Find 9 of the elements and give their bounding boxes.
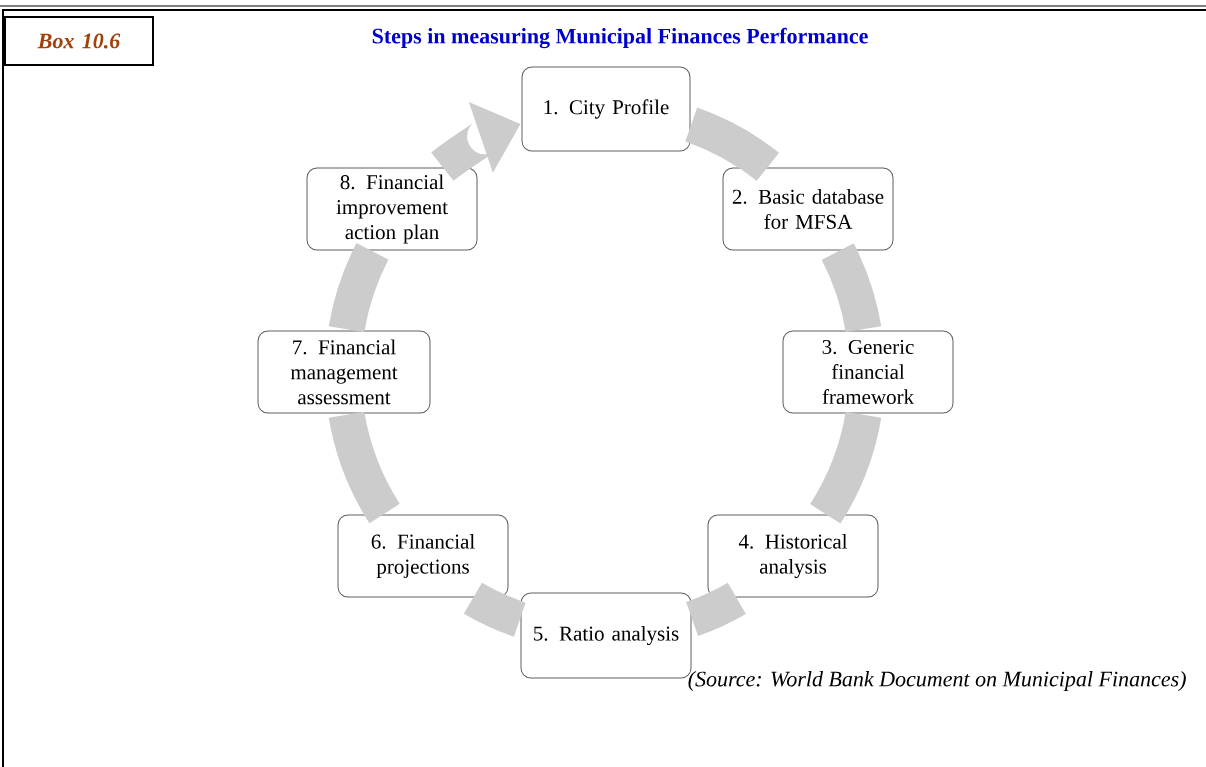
step-box: 8. Financial improvement action plan xyxy=(306,167,478,251)
step-box: 3. Generic financial framework xyxy=(782,330,954,414)
title: Steps in measuring Municipal Finances Performance xyxy=(372,27,868,49)
step-box: 1. City Profile xyxy=(521,66,691,152)
box-number-label: Box 10.6 xyxy=(4,16,154,66)
step-box: 6. Financial projections xyxy=(337,514,509,598)
step-box: 7. Financial management assessment xyxy=(257,330,431,414)
step-box: 4. Historical analysis xyxy=(707,514,879,598)
step-box: 2. Basic database for MFSA xyxy=(722,167,894,251)
